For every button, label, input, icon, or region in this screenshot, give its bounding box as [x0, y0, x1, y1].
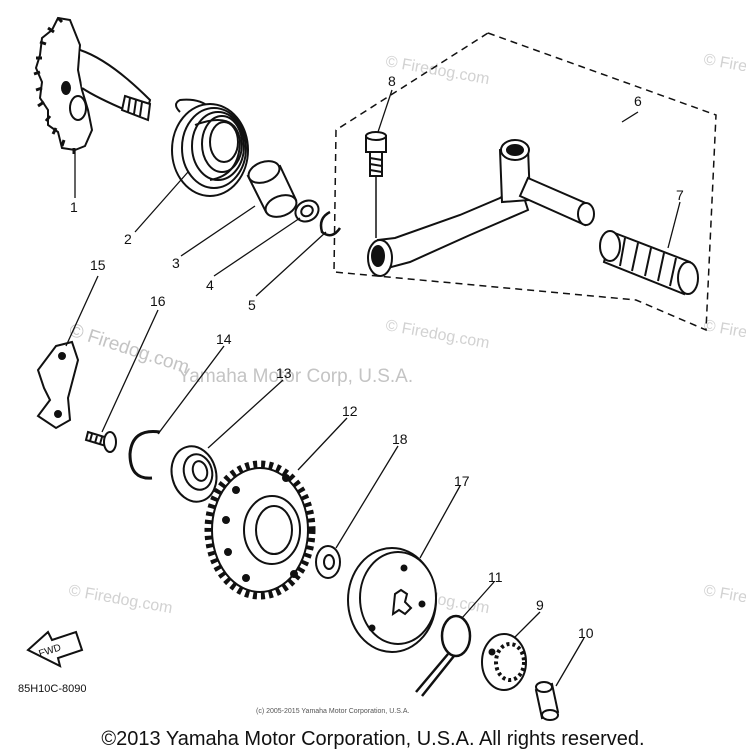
part-sleeve: [246, 160, 298, 218]
part-bearing: [170, 445, 218, 503]
watermark: © Firedog.com: [702, 317, 746, 352]
part-circlip-5: [319, 210, 342, 237]
callout-13: 13: [276, 365, 292, 381]
callout-14: 14: [216, 331, 232, 347]
callout-2: 2: [124, 231, 132, 247]
part-grip: [599, 230, 699, 296]
part-collar: [534, 681, 560, 721]
part-kick-spring: [171, 98, 249, 197]
watermark: © Firedog.com: [384, 317, 491, 352]
part-small-gear: [481, 633, 527, 691]
watermark: © Firedog.com: [702, 582, 746, 617]
copyright-footer: ©2013 Yamaha Motor Corporation, U.S.A. A…: [101, 728, 645, 750]
watermark: © Firedog.com: [384, 53, 491, 88]
watermark: © Firedog.com: [66, 320, 191, 379]
part-washer-4: [294, 199, 320, 223]
callout-labels: 1 2 3 4 5 6 7 8 9 10 11 12 13 14 15 16 1…: [70, 73, 684, 641]
callout-9: 9: [536, 597, 544, 613]
callout-11: 11: [488, 569, 503, 585]
fine-print: (c) 2005-2015 Yamaha Motor Corporation, …: [256, 708, 409, 715]
watermark: Yamaha Motor Corp, U.S.A.: [178, 366, 413, 387]
part-washer-18: [315, 545, 341, 579]
callout-8: 8: [388, 73, 396, 89]
callout-15: 15: [90, 257, 106, 273]
part-kick-crank-assembly: [333, 32, 717, 332]
callout-6: 6: [634, 93, 642, 109]
callout-4: 4: [206, 277, 214, 293]
part-circlip-14: [128, 429, 161, 480]
callout-3: 3: [172, 255, 180, 271]
callout-7: 7: [676, 187, 684, 203]
part-clutch: [347, 547, 437, 653]
part-kick-gear: [33, 16, 152, 154]
fwd-arrow-icon: FWD: [26, 630, 84, 668]
callout-12: 12: [342, 403, 358, 419]
callout-18: 18: [392, 431, 408, 447]
leader-lines: [65, 89, 681, 687]
part-bolt-8: [365, 131, 387, 238]
callout-1: 1: [70, 199, 78, 215]
callout-10: 10: [578, 625, 594, 641]
watermark: © Firedog.com: [67, 582, 174, 617]
part-screw-16: [84, 430, 117, 453]
part-stopper-plate: [36, 340, 80, 430]
part-code: 85H10C-8090: [18, 683, 87, 695]
part-clip-11: [415, 614, 472, 697]
part-large-gear: [204, 460, 316, 600]
callout-5: 5: [248, 297, 256, 313]
callout-17: 17: [454, 473, 470, 489]
watermark: © Firedog.com: [702, 51, 746, 86]
callout-16: 16: [150, 293, 166, 309]
